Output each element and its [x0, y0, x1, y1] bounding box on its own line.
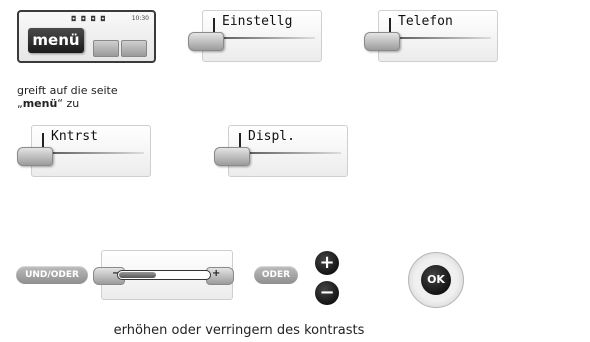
contrast-slider-fill [119, 272, 156, 278]
access-caption-line1: greift auf die seite [17, 84, 118, 97]
telefon-key[interactable] [364, 32, 400, 51]
menu-tab[interactable]: menü [28, 28, 84, 53]
label-line [391, 37, 491, 39]
kntrst-key[interactable] [17, 147, 53, 166]
minus-icon[interactable]: − [315, 281, 339, 305]
kntrst-key-unit: Kntrst [17, 125, 152, 177]
access-caption-line2: „menü“ zu [17, 97, 118, 110]
quote-close: “ zu [57, 97, 80, 110]
displ-label: Displ. [248, 129, 295, 144]
displ-key[interactable] [214, 147, 250, 166]
phone-display: ◘ ◘ ◘ ◘ 10:30 menü [17, 10, 156, 63]
einstellg-key[interactable] [188, 32, 224, 51]
clock-time: 10:30 [131, 15, 149, 22]
contrast-slider[interactable] [117, 270, 211, 280]
plus-sign: + [212, 268, 221, 279]
und-oder-badge: UND/ODER [16, 266, 88, 284]
oder-badge: ODER [254, 266, 298, 284]
ok-icon[interactable]: OK [421, 265, 451, 295]
telefon-key-unit: Telefon [364, 10, 499, 62]
einstellg-key-unit: Einstellg [188, 10, 323, 62]
access-caption: greift auf die seite „menü“ zu [17, 84, 118, 110]
navigator-ring[interactable]: OK [408, 252, 464, 308]
status-icons: ◘ ◘ ◘ ◘ [71, 15, 107, 23]
label-line [215, 37, 315, 39]
telefon-label: Telefon [398, 14, 453, 29]
einstellg-label: Einstellg [222, 14, 293, 29]
kntrst-label: Kntrst [51, 129, 98, 144]
label-line [44, 152, 144, 154]
softkey-1[interactable] [93, 40, 119, 57]
quote-open: „ [17, 97, 23, 110]
display-label-bg [31, 125, 151, 177]
plus-icon[interactable]: + [315, 251, 339, 275]
contrast-caption: erhöhen oder verringern des kontrasts [113, 323, 365, 338]
displ-key-unit: Displ. [214, 125, 349, 177]
softkey-2[interactable] [121, 40, 147, 57]
menu-word: menü [22, 97, 58, 110]
label-line [241, 152, 341, 154]
contrast-slider-panel: − + [93, 250, 234, 300]
minus-sign: − [112, 268, 120, 279]
